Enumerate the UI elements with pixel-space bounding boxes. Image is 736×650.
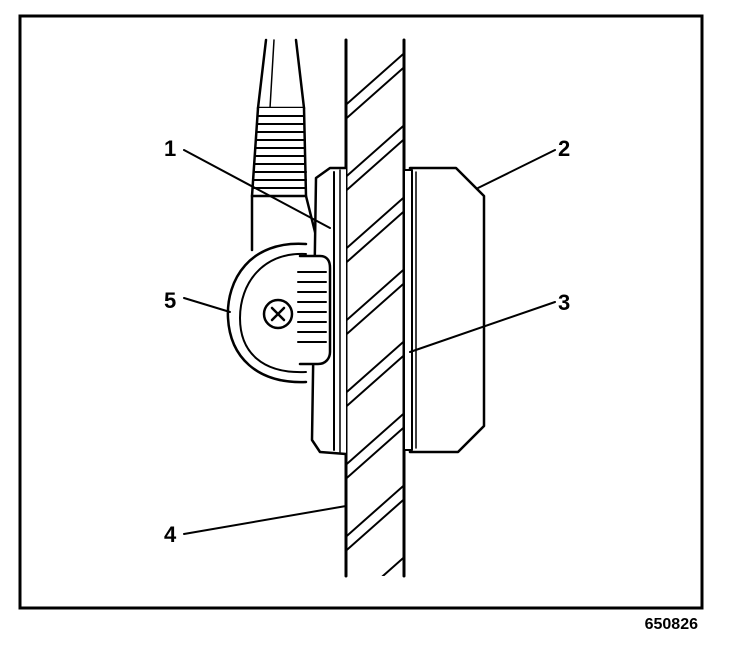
wire-ribs (253, 115, 307, 189)
outer-pad-housing (403, 166, 486, 454)
figure-id: 650826 (644, 616, 698, 633)
tab-ribs (297, 271, 327, 343)
callout-label-2: 2 (558, 136, 570, 161)
callout-label-3: 3 (558, 290, 570, 315)
callout-label-4: 4 (164, 522, 177, 547)
leader-line-2 (477, 149, 556, 189)
screw-icon (262, 298, 294, 330)
leader-lines (183, 149, 556, 535)
wire-connector (250, 38, 320, 252)
figure-frame (18, 14, 704, 610)
leader-line-3 (409, 301, 556, 353)
callout-label-1: 1 (164, 136, 176, 161)
glass-panel (344, 38, 406, 578)
leader-line-1 (183, 149, 331, 229)
leader-line-5 (183, 297, 231, 313)
callout-label-5: 5 (164, 288, 176, 313)
leader-line-4 (183, 505, 347, 535)
